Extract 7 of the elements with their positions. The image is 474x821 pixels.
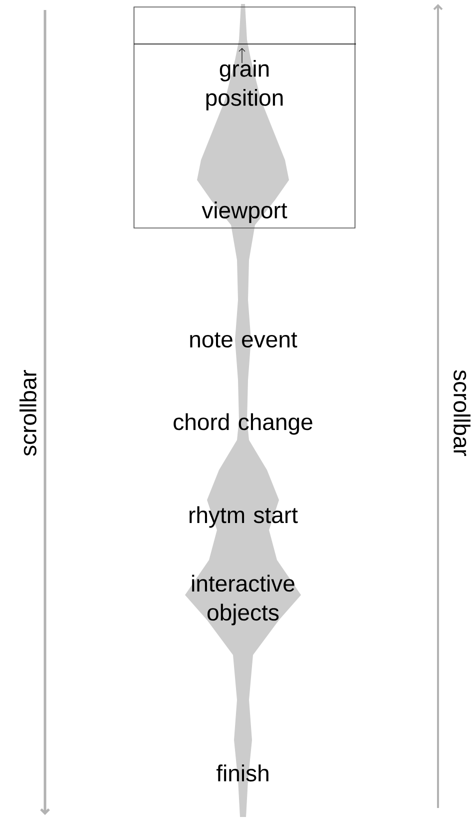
event-label: note event	[190, 332, 298, 348]
event-label: chord change	[174, 413, 312, 435]
axis-label: scrollbar	[454, 370, 470, 456]
axis-label: scrollbar	[20, 370, 36, 456]
event-label: rhytm start	[190, 506, 298, 528]
event-label: finish	[216, 764, 268, 782]
event-label: interactive objects	[192, 574, 294, 626]
